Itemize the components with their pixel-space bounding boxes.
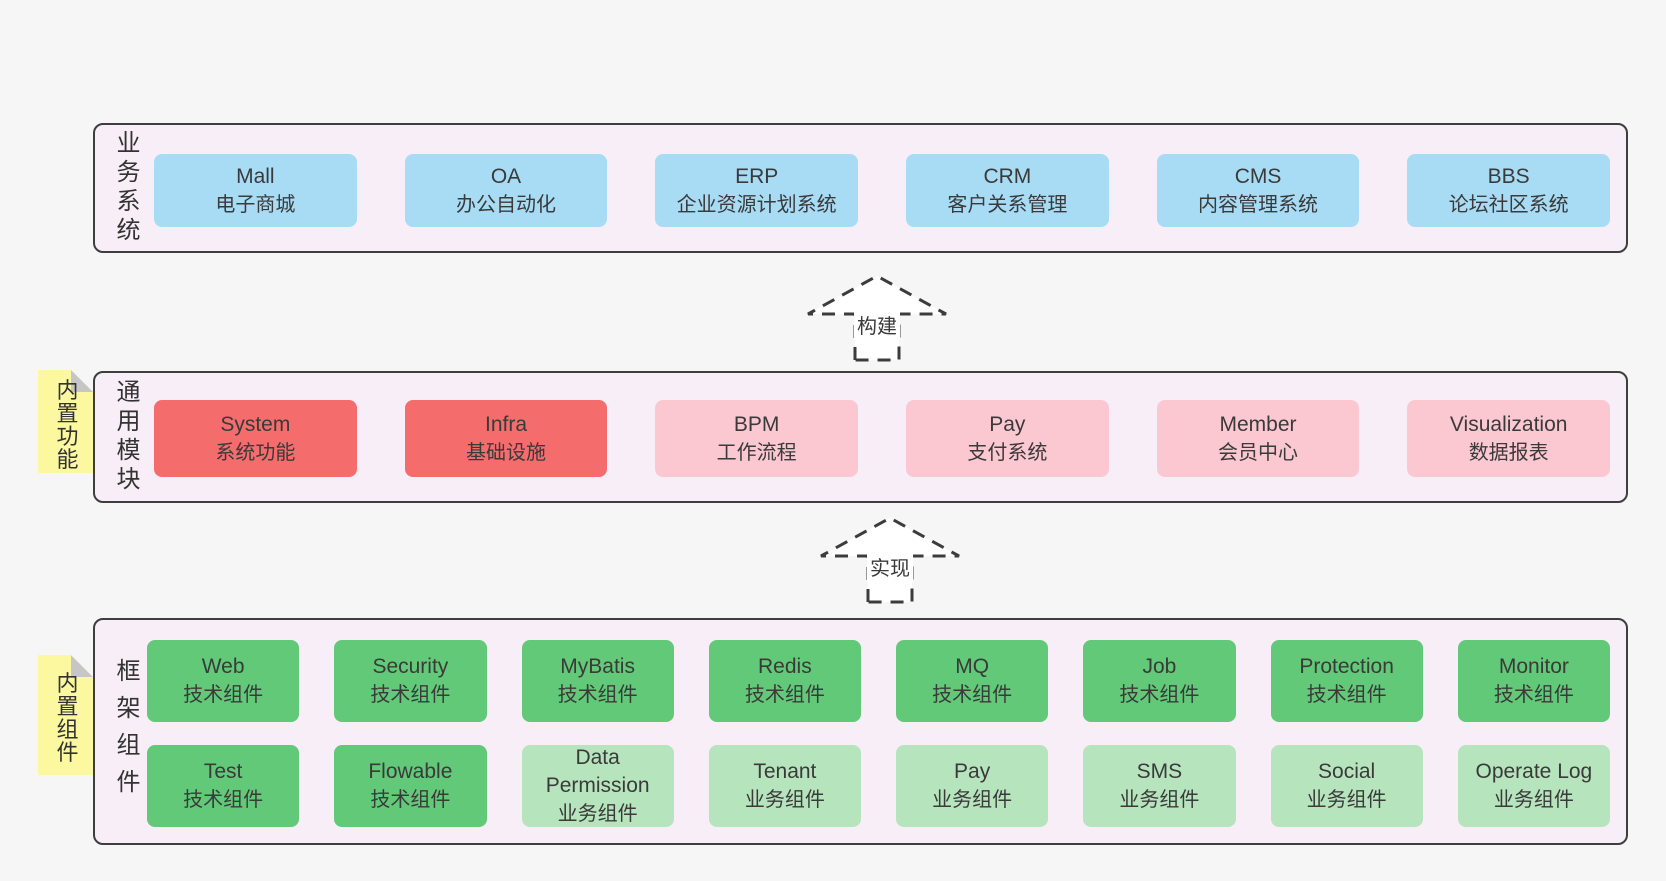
build-arrow-label: 构建 — [854, 309, 900, 340]
box-mall: Mall 电子商城 — [154, 154, 357, 227]
box-crm: CRM 客户关系管理 — [906, 154, 1109, 227]
sticky-note-builtin-components: 内置组件 — [38, 655, 93, 775]
box-oa: OA 办公自动化 — [404, 154, 608, 227]
box-visualization: Visualization 数据报表 — [1407, 400, 1611, 477]
box-pay-module: Pay 支付系统 — [906, 400, 1109, 477]
components-box-row-2: Test 技术组件 Flowable 技术组件 Data Permission … — [147, 745, 1610, 827]
box-bbs: BBS 论坛社区系统 — [1407, 154, 1611, 227]
sticky-note-label: 内置功能 — [53, 378, 79, 471]
box-web: Web 技术组件 — [147, 640, 300, 722]
box-tenant: Tenant 业务组件 — [708, 745, 861, 827]
box-monitor: Monitor 技术组件 — [1457, 640, 1610, 722]
box-security: Security 技术组件 — [334, 640, 487, 722]
box-infra: Infra 基础设施 — [404, 400, 608, 477]
layer-framework-components: 框架组件 Web 技术组件 Security 技术组件 MyBatis 技术组件… — [93, 618, 1628, 845]
box-mybatis: MyBatis 技术组件 — [521, 640, 674, 722]
layer-label: 业务系统 — [112, 130, 139, 246]
sticky-note-label: 内置组件 — [53, 671, 79, 764]
box-member: Member 会员中心 — [1156, 400, 1360, 477]
implement-arrow-label: 实现 — [867, 551, 913, 582]
box-mq: MQ 技术组件 — [896, 640, 1049, 722]
box-system: System 系统功能 — [154, 400, 357, 477]
modules-box-row: System 系统功能 Infra 基础设施 BPM 工作流程 Pay 支付系统… — [154, 400, 1611, 477]
sticky-note-builtin-features: 内置功能 — [38, 370, 93, 473]
box-job: Job 技术组件 — [1083, 640, 1236, 722]
business-box-row: Mall 电子商城 OA 办公自动化 ERP 企业资源计划系统 CRM 客户关系… — [154, 154, 1611, 227]
build-arrow: 构建 — [802, 273, 952, 363]
box-protection: Protection 技术组件 — [1270, 640, 1423, 722]
box-test: Test 技术组件 — [147, 745, 300, 827]
box-cms: CMS 内容管理系统 — [1156, 154, 1360, 227]
layer-label: 框架组件 — [112, 657, 139, 806]
box-operate-log: Operate Log 业务组件 — [1457, 745, 1610, 827]
box-erp: ERP 企业资源计划系统 — [655, 154, 859, 227]
components-box-row-1: Web 技术组件 Security 技术组件 MyBatis 技术组件 Redi… — [147, 640, 1610, 722]
box-social: Social 业务组件 — [1270, 745, 1423, 827]
box-pay-component: Pay 业务组件 — [896, 745, 1049, 827]
box-data-permission: Data Permission 业务组件 — [521, 745, 674, 827]
box-bpm: BPM 工作流程 — [655, 400, 859, 477]
box-flowable: Flowable 技术组件 — [334, 745, 487, 827]
box-sms: SMS 业务组件 — [1083, 745, 1236, 827]
implement-arrow: 实现 — [815, 515, 965, 605]
layer-business-systems: 业务系统 Mall 电子商城 OA 办公自动化 ERP 企业资源计划系统 CRM… — [93, 123, 1628, 253]
layer-common-modules: 通用模块 System 系统功能 Infra 基础设施 BPM 工作流程 Pay… — [93, 371, 1628, 503]
layer-label: 通用模块 — [112, 379, 139, 495]
box-redis: Redis 技术组件 — [708, 640, 861, 722]
